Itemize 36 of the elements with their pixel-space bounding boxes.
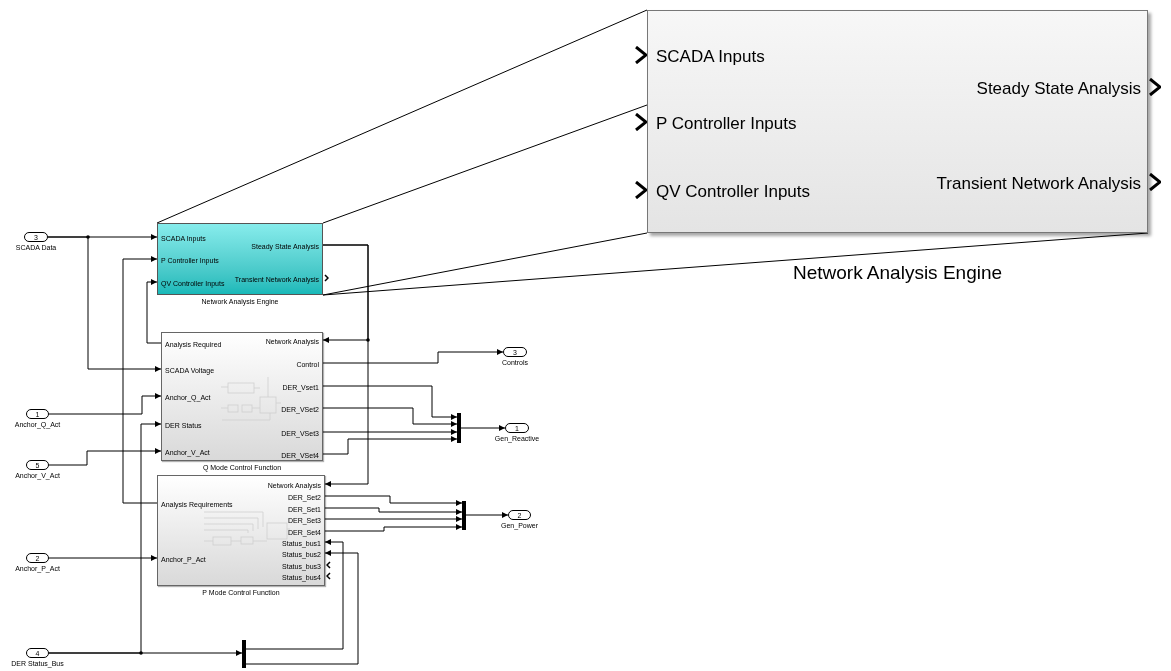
subsystem-block bbox=[157, 223, 323, 295]
subsystem-block bbox=[161, 332, 323, 461]
port-name: P Controller Inputs bbox=[656, 114, 797, 132]
signal-line bbox=[322, 349, 504, 364]
mux-bar bbox=[242, 640, 246, 668]
signal-line bbox=[146, 279, 162, 344]
signal-line bbox=[48, 421, 162, 654]
signal-line bbox=[324, 516, 463, 522]
signal-line bbox=[322, 436, 458, 455]
subsystem-block bbox=[647, 10, 1148, 233]
signal-line bbox=[48, 555, 158, 561]
port-name: SCADA Inputs bbox=[656, 47, 765, 65]
mux-bar bbox=[462, 501, 466, 530]
subsystem-block bbox=[157, 475, 325, 586]
port-name: Transient Network Analysis bbox=[936, 174, 1141, 192]
signal-line bbox=[324, 524, 463, 532]
signal-line bbox=[322, 407, 458, 427]
signal-line bbox=[465, 512, 509, 518]
block-name: Network Analysis Engine bbox=[792, 263, 1003, 282]
signal-line bbox=[122, 256, 158, 504]
port-name: Steady State Analysis bbox=[976, 79, 1141, 97]
signal-line bbox=[322, 429, 458, 435]
signal-line bbox=[324, 507, 463, 515]
port-name: QV Controller Inputs bbox=[656, 182, 810, 200]
mux-bar bbox=[457, 413, 461, 443]
signal-line bbox=[322, 385, 458, 420]
signal-line bbox=[245, 550, 359, 665]
signal-line bbox=[47, 236, 162, 372]
zoom-line bbox=[156, 9, 648, 224]
signal-line bbox=[48, 448, 162, 466]
signal-line bbox=[245, 539, 344, 650]
zoom-line bbox=[322, 104, 648, 224]
signal-line bbox=[322, 244, 369, 487]
signal-line bbox=[48, 393, 162, 415]
signal-line bbox=[460, 425, 506, 431]
signal-line bbox=[324, 495, 463, 506]
